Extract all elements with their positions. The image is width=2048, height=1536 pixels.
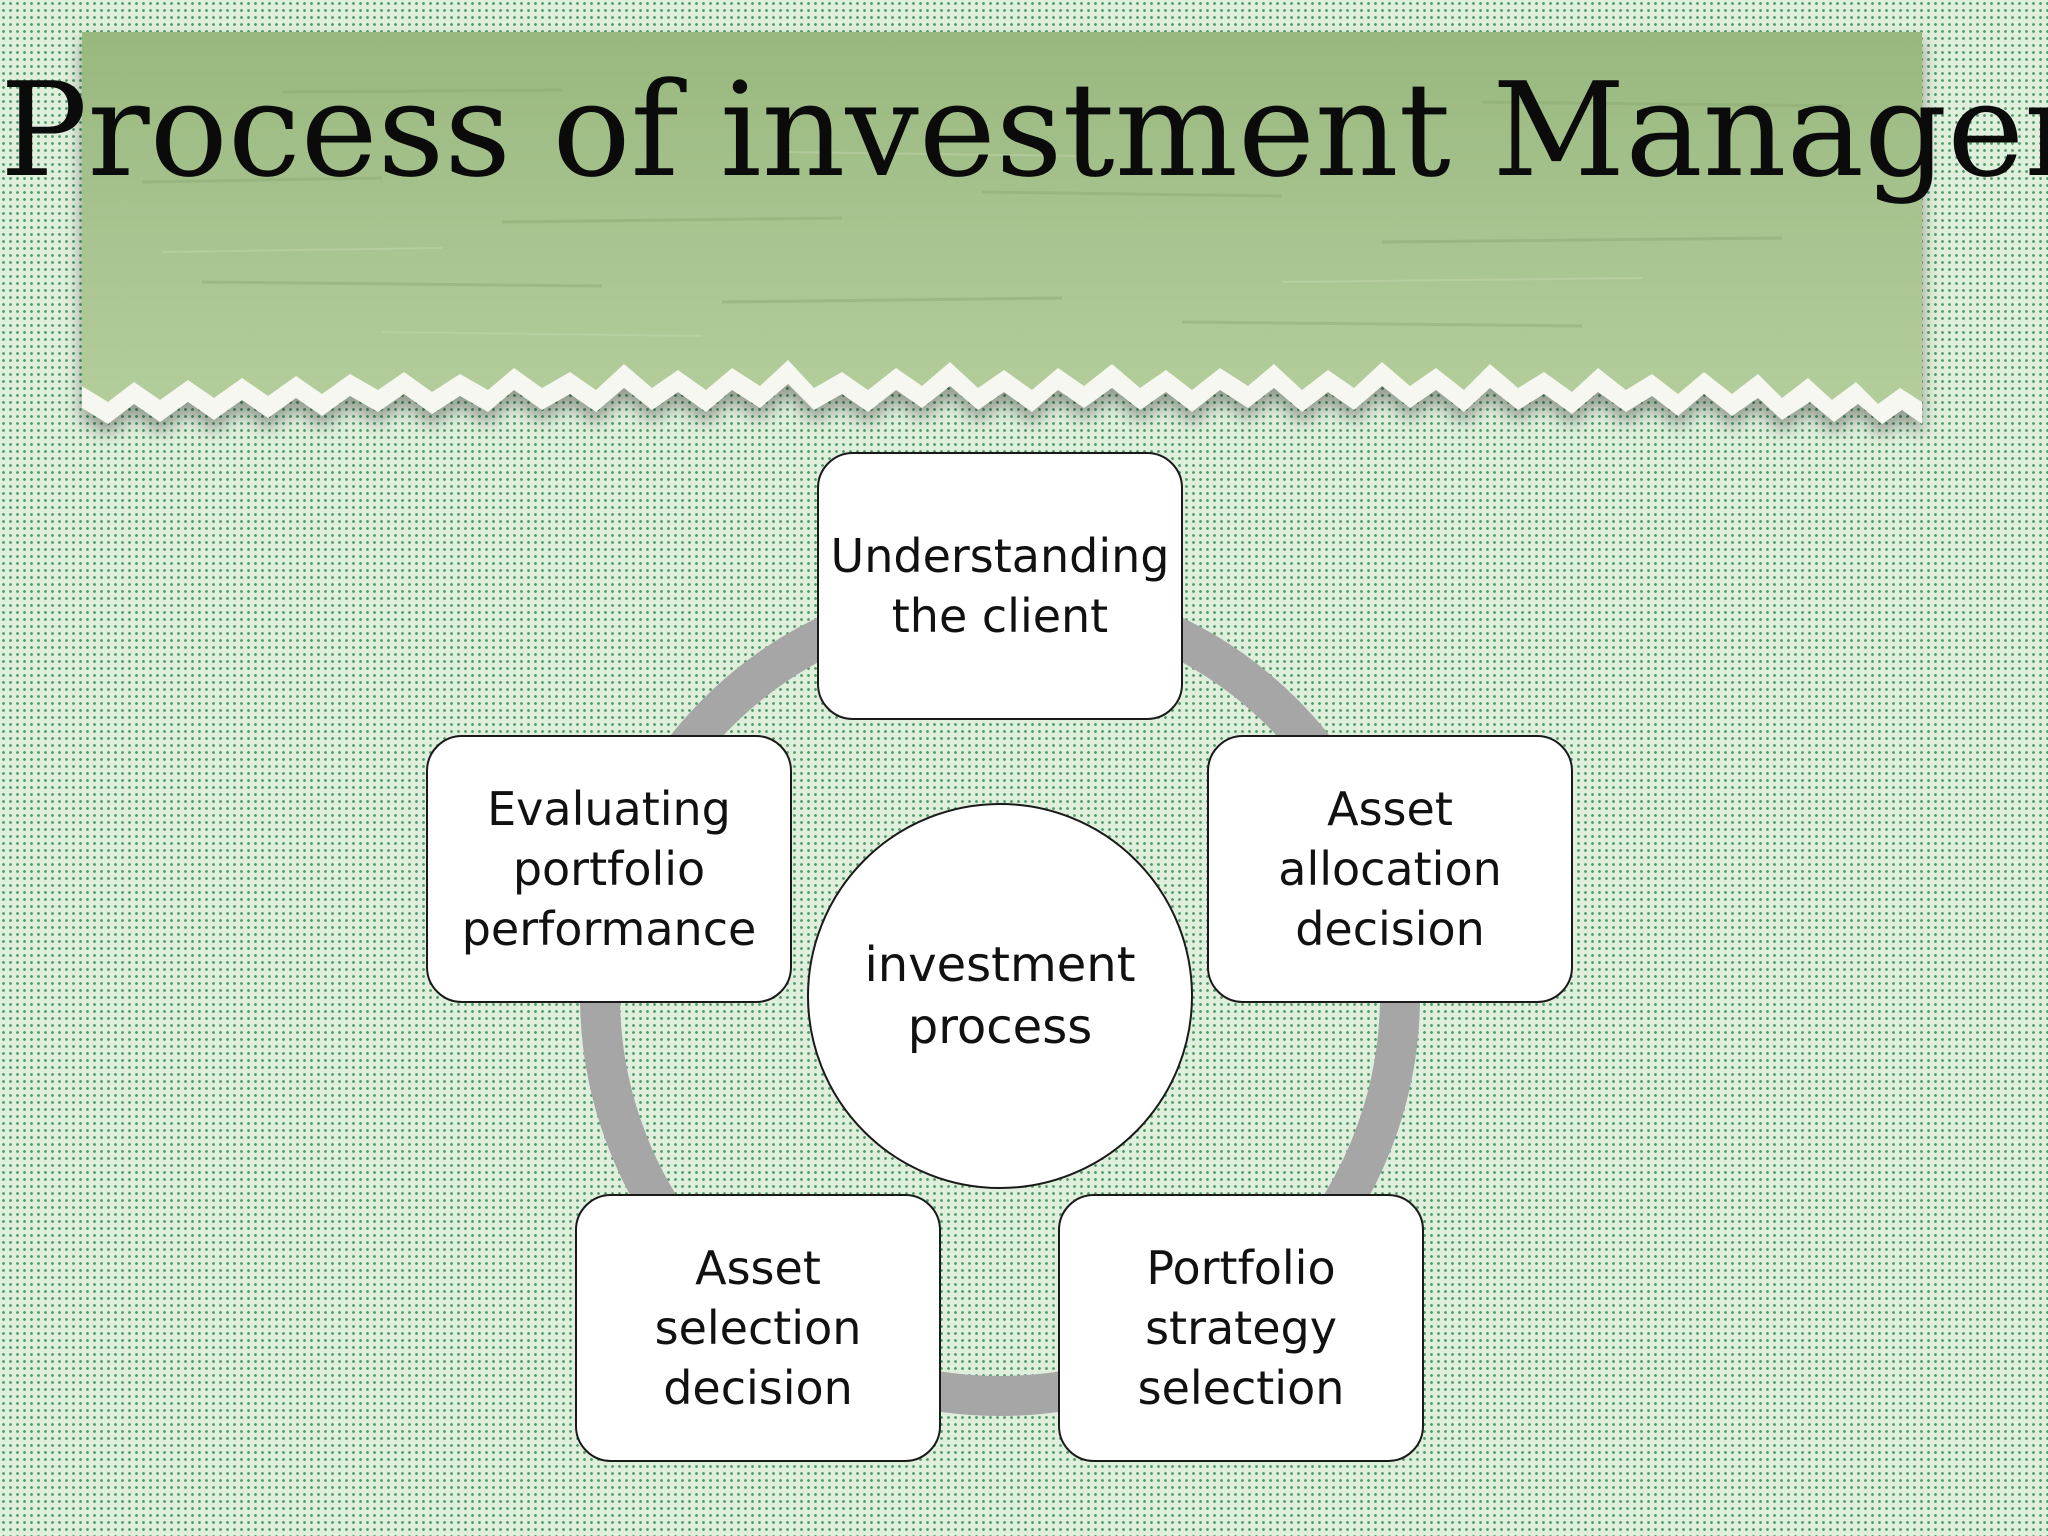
step-asset-allocation-decision: Asset allocation decision <box>1207 735 1573 1003</box>
step-label: Understanding the client <box>830 529 1170 643</box>
torn-paper-banner <box>82 32 1922 424</box>
step-label: Asset selection decision <box>654 1241 862 1415</box>
step-portfolio-strategy-selection: Portfolio strategy selection <box>1058 1194 1424 1462</box>
center-label: investment process <box>864 937 1136 1055</box>
slide-title: Process of investment Management <box>0 54 2048 206</box>
title-banner <box>82 32 1922 432</box>
center-hub: investment process <box>807 803 1193 1189</box>
step-understanding-the-client: Understanding the client <box>817 452 1183 720</box>
step-label: Asset allocation decision <box>1278 782 1502 956</box>
step-label: Portfolio strategy selection <box>1137 1241 1345 1415</box>
step-asset-selection-decision: Asset selection decision <box>575 1194 941 1462</box>
step-label: Evaluating portfolio performance <box>461 782 757 956</box>
step-evaluating-portfolio-performance: Evaluating portfolio performance <box>426 735 792 1003</box>
